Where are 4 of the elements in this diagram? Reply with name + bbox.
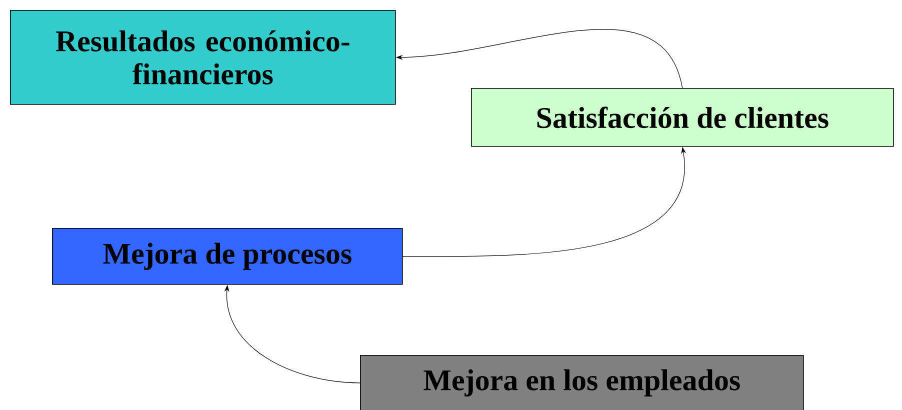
- process-box: Satisfacción de clientes: [471, 88, 894, 147]
- process-box: Mejora en los empleados: [360, 355, 804, 410]
- process-box: Resultados económico-financieros: [10, 10, 396, 105]
- process-box: Mejora de procesos: [52, 228, 403, 285]
